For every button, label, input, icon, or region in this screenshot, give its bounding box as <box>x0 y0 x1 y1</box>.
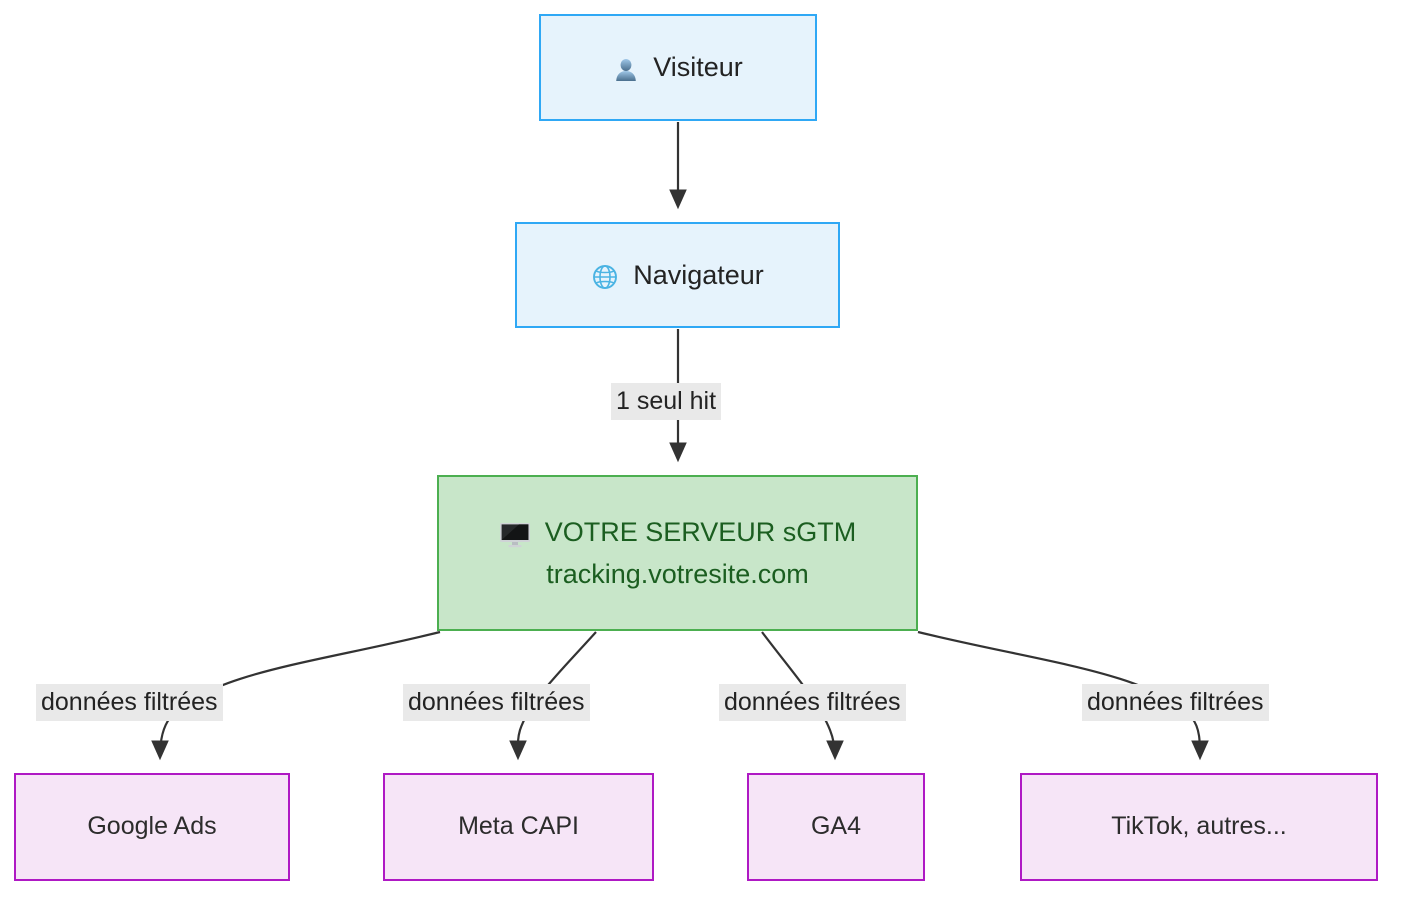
monitor-icon <box>499 522 531 548</box>
edge-label-1-seul-hit: 1 seul hit <box>611 383 722 420</box>
node-navigateur[interactable]: Navigateur <box>515 222 840 328</box>
person-icon <box>613 57 639 83</box>
edge-label-meta-capi: données filtrées <box>403 684 590 721</box>
node-tiktok-autres-label: TikTok, autres... <box>1111 812 1287 841</box>
node-google-ads[interactable]: Google Ads <box>14 773 290 881</box>
node-visiteur-label: Visiteur <box>653 52 743 83</box>
node-ga4-label: GA4 <box>810 812 862 841</box>
node-serveur-sgtm[interactable]: VOTRE SERVEUR sGTM tracking.votresite.co… <box>437 475 918 631</box>
edge-label-ga4: données filtrées <box>719 684 906 721</box>
globe-icon <box>591 263 619 291</box>
edge-label-google-ads: données filtrées <box>36 684 223 721</box>
node-tiktok-autres[interactable]: TikTok, autres... <box>1020 773 1378 881</box>
edge-label-tiktok: données filtrées <box>1082 684 1269 721</box>
node-google-ads-label: Google Ads <box>87 812 217 841</box>
node-ga4[interactable]: GA4 <box>747 773 925 881</box>
node-meta-capi-label: Meta CAPI <box>458 812 579 841</box>
node-visiteur[interactable]: Visiteur <box>539 14 817 121</box>
node-meta-capi[interactable]: Meta CAPI <box>383 773 654 881</box>
node-serveur-title: VOTRE SERVEUR sGTM <box>544 516 857 547</box>
node-serveur-subtitle: tracking.votresite.com <box>546 559 809 589</box>
node-navigateur-label: Navigateur <box>633 259 764 290</box>
